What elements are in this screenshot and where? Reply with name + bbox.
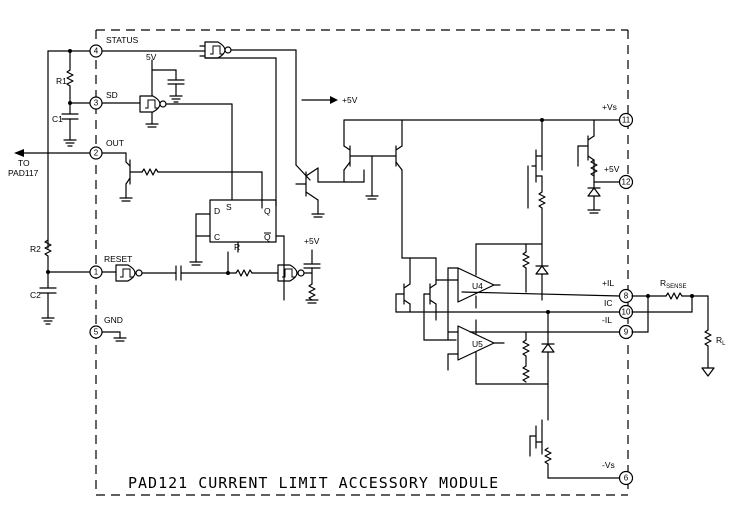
label-rsense-main: R <box>660 278 666 288</box>
pin-6: 6 <box>618 470 634 486</box>
pin-1-label: RESET <box>104 254 132 264</box>
net-plus5v-reset: +5V <box>304 236 320 246</box>
module-outline <box>95 29 629 496</box>
pin-9-number: 9 <box>624 328 629 337</box>
ff-c: C <box>214 232 220 242</box>
label-rl-main: R <box>716 335 722 345</box>
pin-3-label: SD <box>106 90 118 100</box>
ff-r: R <box>234 242 240 252</box>
pin-12-label: +5V <box>604 164 620 174</box>
pin-12: 12 <box>618 174 634 190</box>
pin-12-number: 12 <box>622 178 631 187</box>
pin-11-label: +Vs <box>602 102 617 112</box>
net-plus5v-right: +5V <box>342 95 358 105</box>
pin-1-number: 1 <box>94 268 99 277</box>
label-u5: U5 <box>472 339 483 349</box>
label-c2: C2 <box>30 290 41 300</box>
pin-3-number: 3 <box>94 99 99 108</box>
ff-d: D <box>214 206 220 216</box>
pin-5-ground <box>101 331 127 342</box>
plus5v-arrow <box>301 96 338 104</box>
pin-10-number: 10 <box>622 308 631 317</box>
output-stage-top <box>522 118 549 301</box>
vs-top-branch <box>577 119 621 214</box>
pin-11: 11 <box>618 112 634 128</box>
ff-q: Q <box>264 206 271 216</box>
pin-4: 4 <box>89 44 103 58</box>
label-u4: U4 <box>472 281 483 291</box>
label-c1: C1 <box>52 114 63 124</box>
pin-3: 3 <box>89 96 103 110</box>
sd-gate <box>101 59 233 201</box>
out-arrow <box>14 149 93 157</box>
mirror-bottom <box>395 257 621 341</box>
pin-5: 5 <box>89 325 103 339</box>
pin-10: 10 <box>618 304 634 320</box>
pin-9-label: -IL <box>602 315 612 325</box>
pin-2: 2 <box>89 146 103 160</box>
label-pad117: PAD117 <box>8 168 39 178</box>
pin-10-label: IC <box>604 298 613 308</box>
opamp-u5 <box>447 319 621 385</box>
pin-8-number: 8 <box>624 292 629 301</box>
pin-11-number: 11 <box>622 116 631 125</box>
opamp-u4 <box>435 243 621 341</box>
pin-5-label: GND <box>104 315 123 325</box>
mirror-top <box>343 119 603 259</box>
label-r1: R1 <box>56 76 67 86</box>
pin-1: 1 <box>89 265 103 279</box>
pin-4-label: STATUS <box>106 35 139 45</box>
flipflop <box>189 199 285 301</box>
module-title: PAD121 CURRENT LIMIT ACCESSORY MODULE <box>128 474 499 492</box>
ff-s: S <box>226 202 232 212</box>
out-transistor <box>101 152 263 209</box>
pin-4-number: 4 <box>94 47 99 56</box>
pin-8-label: +IL <box>602 278 614 288</box>
label-rl: RL <box>716 335 726 347</box>
ff-qbar: Q <box>264 232 271 242</box>
label-rsense: RSENSE <box>660 278 686 290</box>
left-network <box>39 49 93 325</box>
status-gate <box>101 41 311 207</box>
net-5v-top: 5V <box>146 52 157 62</box>
pin-6-number: 6 <box>624 474 629 483</box>
external-load <box>631 292 715 377</box>
driver-transistor <box>295 167 347 218</box>
pin-5-number: 5 <box>94 328 99 337</box>
reset-path <box>101 249 321 304</box>
pin-2-label: OUT <box>106 138 124 148</box>
pin-6-label: -Vs <box>602 460 615 470</box>
label-to: TO <box>18 158 30 168</box>
label-rsense-sub: SENSE <box>666 284 686 290</box>
label-r2: R2 <box>30 244 41 254</box>
pin-9: 9 <box>618 324 634 340</box>
pin-2-number: 2 <box>94 149 99 158</box>
pin-8: 8 <box>618 288 634 304</box>
label-rl-sub: L <box>722 341 726 347</box>
output-stage-bottom <box>522 310 621 479</box>
